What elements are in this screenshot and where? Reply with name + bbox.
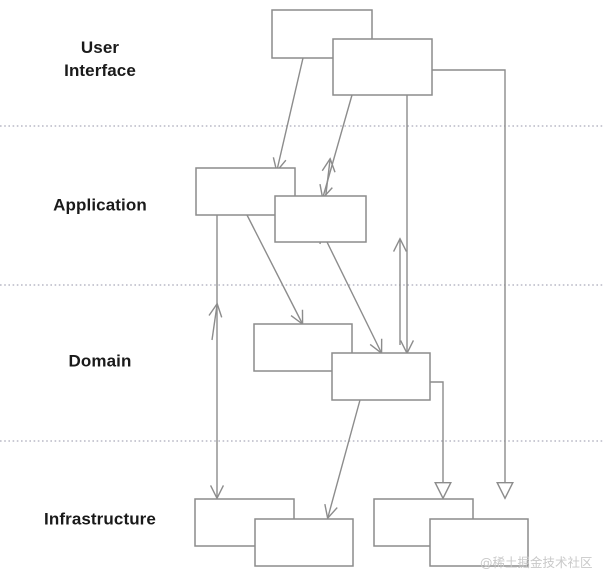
layer-label-infrastructure: Infrastructure [44, 509, 156, 529]
application2-to-domain2 [326, 241, 381, 352]
ui1-to-application1 [277, 57, 304, 170]
infrastructure-box-2[interactable] [254, 518, 354, 567]
layer-label-user-interface: User Interface [64, 38, 136, 80]
watermark: @稀土掘金技术社区 [480, 555, 593, 570]
ui-box-2[interactable] [332, 38, 433, 96]
domain2-to-infrastructure2 [328, 399, 361, 517]
infrastructure1-to-application1-return [212, 305, 217, 341]
component-boxes [194, 9, 529, 567]
domain-box-2[interactable] [331, 352, 431, 401]
layer-dividers [0, 125, 604, 442]
layer-label-domain: Domain [68, 351, 132, 371]
dependency-connectors [212, 57, 505, 517]
infrastructure-box-4[interactable] [429, 518, 529, 567]
domain2-to-infrastructure3 [430, 381, 443, 497]
application1-to-domain1 [246, 214, 302, 323]
ui2-to-infrastructure4 [432, 69, 505, 497]
application-box-2[interactable] [274, 195, 367, 243]
layer-label-application: Application [53, 195, 147, 215]
